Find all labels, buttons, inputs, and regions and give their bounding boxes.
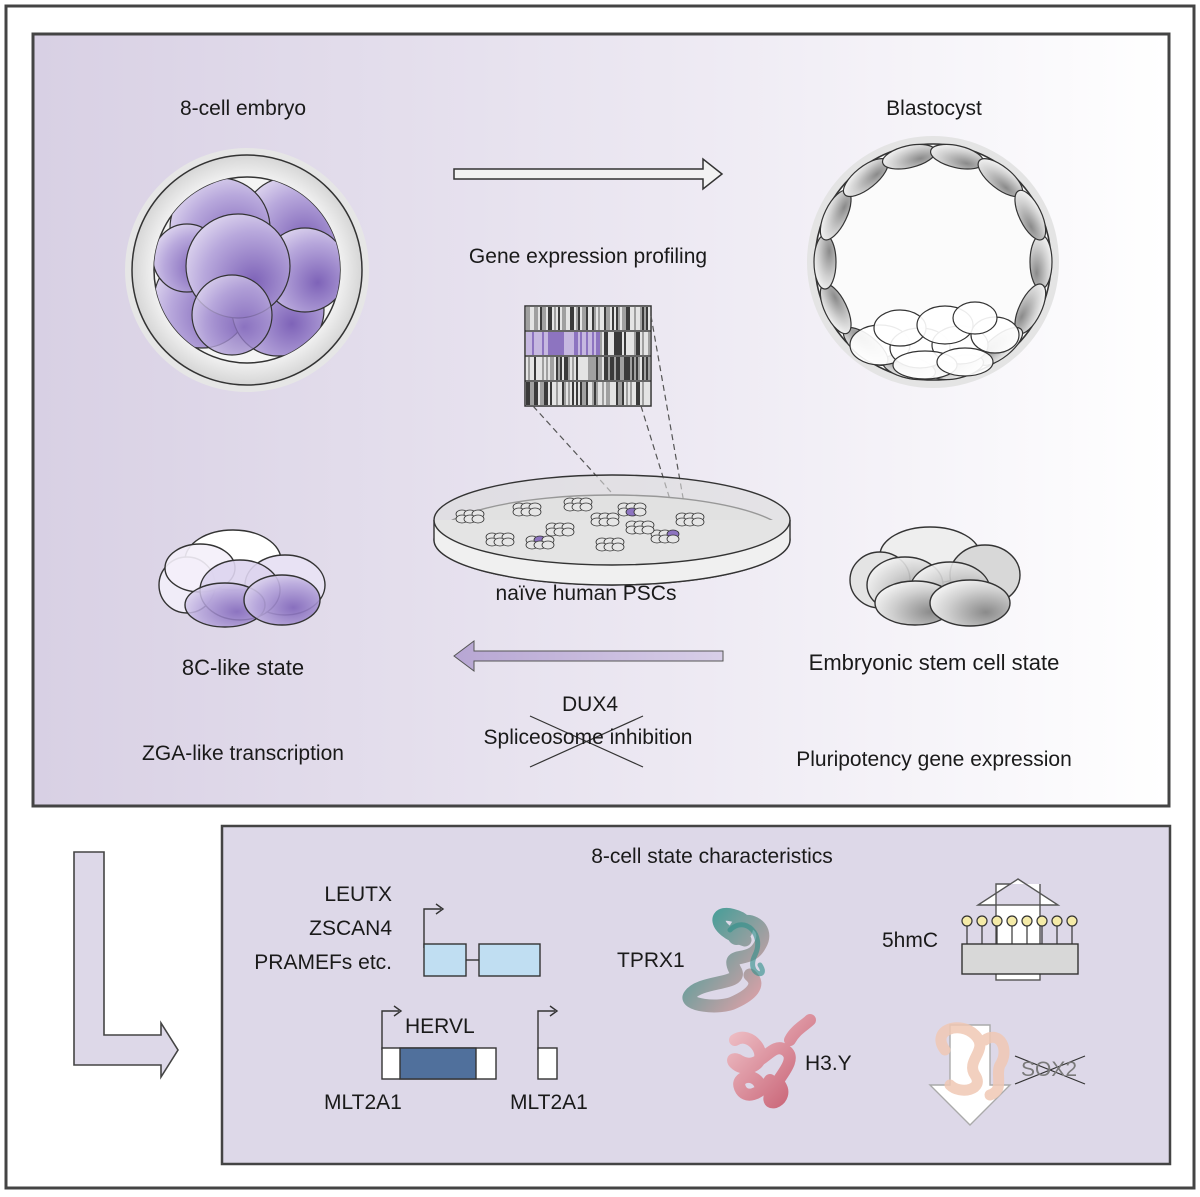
embryo-title: 8-cell embryo (179, 97, 307, 120)
expression-heatmap (524, 305, 652, 407)
sox2-down-icon (928, 1022, 1086, 1126)
dux4-label: DUX4 (561, 693, 619, 716)
eightc-like-cluster (158, 529, 326, 628)
blastocyst (807, 136, 1059, 388)
reversion-arrow (453, 640, 724, 672)
eight-cell-embryo (125, 148, 369, 392)
esc-state-label: Embryonic stem cell state (808, 650, 1060, 675)
hervl-model (381, 1005, 497, 1080)
profiling-arrow (453, 157, 724, 191)
hmc-label: 5hmC (882, 929, 939, 952)
solo-ltr-model (537, 1005, 559, 1080)
psc-label: naïve human PSCs (495, 582, 677, 605)
gene-pramefs: PRAMEFs etc. (254, 951, 392, 974)
mlt2a1-right-label: MLT2A1 (510, 1091, 588, 1114)
h3y-label: H3.Y (805, 1052, 852, 1075)
gene-zscan4: ZSCAN4 (309, 917, 392, 940)
pluripotency-label: Pluripotency gene expression (796, 748, 1072, 771)
petri-dish (433, 474, 791, 586)
fivehmc-icon (961, 878, 1079, 981)
spliceosome-cross (529, 715, 644, 768)
tprx1-protein (682, 907, 770, 1013)
top-panel (31, 32, 1171, 808)
eightc-state-label: 8C-like state (181, 655, 305, 680)
esc-cluster (849, 526, 1021, 627)
l-shaped-arrow (73, 851, 179, 1080)
tprx1-label: TPRX1 (617, 949, 685, 972)
hervl-label: HERVL (405, 1015, 475, 1038)
bottom-title: 8-cell state characteristics (591, 845, 833, 868)
sox2-label: SOX2 (1021, 1058, 1078, 1081)
gene-leutx: LEUTX (324, 883, 392, 906)
gene-model (423, 903, 541, 977)
profiling-label: Gene expression profiling (468, 245, 708, 268)
spliceosome-label: Spliceosome inhibition (483, 726, 693, 749)
zga-label: ZGA-like transcription (142, 742, 344, 765)
h3y-protein (727, 1014, 816, 1109)
mlt2a1-left-label: MLT2A1 (324, 1091, 402, 1114)
blastocyst-title: Blastocyst (886, 97, 982, 120)
